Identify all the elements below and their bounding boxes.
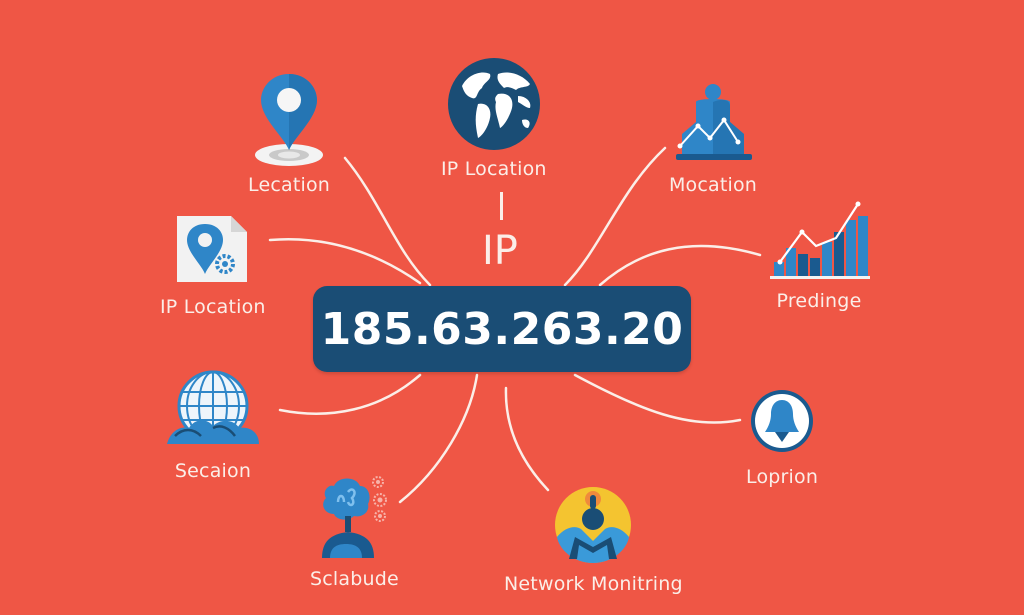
node-location: Lecation <box>248 70 330 196</box>
node-label: IP Location <box>441 158 547 180</box>
user-avatar-icon <box>751 390 814 452</box>
node-predinge: Predinge <box>766 190 872 312</box>
node-ip-location-left: IP Location <box>160 212 266 318</box>
connector-tick <box>500 192 503 220</box>
node-label: Predinge <box>776 290 862 312</box>
network-monitor-person-icon <box>555 487 632 563</box>
ip-address-box: 185.63.263.20 <box>313 286 691 372</box>
tree-cloud-icon <box>322 476 388 558</box>
analytics-person-icon <box>676 84 752 160</box>
node-loprion: Loprion <box>746 388 818 488</box>
node-label: Network Monitring <box>504 573 683 595</box>
bar-chart-trend-icon <box>770 201 870 279</box>
ip-address: 185.63.263.20 <box>320 303 684 355</box>
node-label: Lecation <box>248 174 331 196</box>
globe-cloud-icon <box>167 370 259 444</box>
node-sclabude: Sclabude <box>310 472 399 590</box>
node-ip-location-top: IP Location <box>441 56 547 180</box>
node-network-monitoring: Network Monitring <box>504 485 683 595</box>
node-label: Mocation <box>668 174 758 196</box>
node-label: Secaion <box>174 460 252 482</box>
node-label: Loprion <box>746 466 819 488</box>
map-pin-icon <box>255 74 324 166</box>
node-mocation: Mocation <box>668 82 758 196</box>
globe-icon <box>447 58 540 150</box>
node-label: IP Location <box>160 296 266 318</box>
location-document-gear-icon <box>176 216 247 282</box>
node-secaion: Secaion <box>165 370 261 482</box>
ip-title: IP <box>482 228 518 274</box>
node-label: Sclabude <box>310 568 399 590</box>
